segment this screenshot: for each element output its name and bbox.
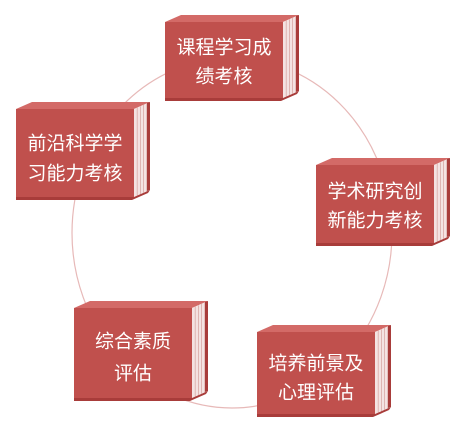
box-front-face [74, 308, 192, 398]
box-top-face [16, 102, 150, 109]
box-bottom-edge [257, 407, 391, 417]
box-label-line: 综合素质 [95, 331, 171, 353]
box-label-line: 学术研究创 [327, 181, 422, 203]
box-spine [147, 102, 150, 191]
box-label-line: 新能力考核 [327, 210, 422, 232]
box-top-face [165, 15, 299, 22]
box-page-edge [134, 102, 150, 197]
box-label-line: 课程学习成 [176, 37, 271, 59]
box-front-face [257, 332, 375, 414]
box-label-line: 培养前景及 [268, 353, 363, 375]
box-front-face [16, 109, 134, 197]
box-page-edge [283, 15, 299, 98]
box-label-line: 心理评估 [278, 382, 354, 404]
assessment-boxes: 课程学习成绩考核学术研究创新能力考核培养前景及心理评估综合素质评估前沿科学学习能… [16, 15, 450, 417]
box-spine [296, 15, 299, 92]
box-spine [447, 158, 450, 237]
box-top-face [316, 158, 450, 165]
box-spine [205, 301, 208, 392]
box-label-line: 绩考核 [195, 66, 252, 88]
box-front-face [165, 22, 283, 98]
box-bottom-edge [165, 91, 299, 101]
box-top-face [74, 301, 208, 308]
box-bottom-edge [16, 190, 150, 200]
box-page-edge [375, 325, 391, 414]
box-front-face [316, 165, 434, 243]
box-spine [388, 325, 391, 408]
box-label-line: 习能力考核 [27, 163, 122, 185]
box-page-edge [434, 158, 450, 243]
box-bottom-edge [74, 391, 208, 401]
box-top-face [257, 325, 391, 332]
box-bottom-edge [316, 236, 450, 246]
box-page-edge [192, 301, 208, 398]
box-label-line: 前沿科学学 [27, 133, 122, 155]
box-label-line: 评估 [114, 363, 152, 385]
